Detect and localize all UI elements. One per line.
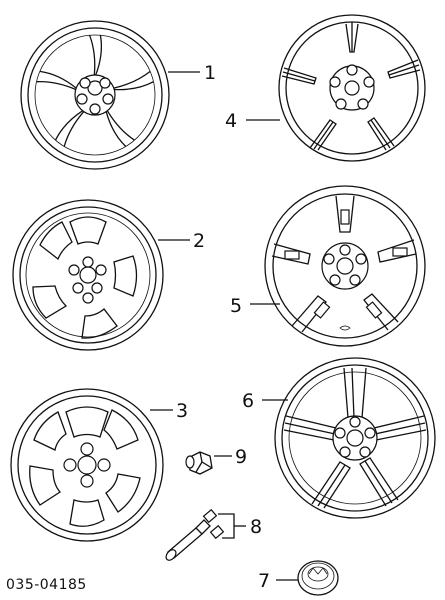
wheel-5[interactable] bbox=[264, 185, 426, 347]
center-cap-part-7[interactable] bbox=[297, 560, 339, 596]
wheel-1-spoke-edge bbox=[114, 81, 154, 91]
wheel-1-spoke-edge bbox=[105, 111, 127, 147]
callout-9: 9 bbox=[235, 446, 247, 468]
callout-6: 6 bbox=[242, 390, 254, 412]
callout-2: 2 bbox=[193, 230, 205, 252]
wheel-1-spoke-edge bbox=[95, 35, 103, 76]
wheel-4[interactable] bbox=[278, 14, 426, 162]
wheel-1-spoke-edge bbox=[88, 34, 96, 76]
wheel-1-spoke-edge bbox=[54, 110, 84, 141]
callout-3: 3 bbox=[176, 400, 188, 422]
lug-nut-part-9[interactable] bbox=[185, 451, 213, 475]
callout-4: 4 bbox=[225, 110, 237, 132]
diagram-code: 035-04185 bbox=[6, 577, 87, 593]
wheel-1-spoke-edge bbox=[106, 110, 135, 141]
wheel-1-spoke-edge bbox=[36, 80, 77, 91]
callout-5: 5 bbox=[230, 295, 242, 317]
valve-stem-part-8[interactable] bbox=[164, 508, 225, 562]
wheel-3[interactable] bbox=[10, 388, 164, 542]
callout-1: 1 bbox=[204, 62, 216, 84]
wheel-1-spoke-edge bbox=[39, 70, 77, 89]
callout-7: 7 bbox=[258, 570, 270, 592]
wheel-6[interactable] bbox=[274, 357, 436, 519]
callout-8: 8 bbox=[250, 516, 262, 538]
wheel-2[interactable] bbox=[12, 199, 164, 351]
wheel-1-spoke-edge bbox=[63, 111, 85, 147]
wheel-1[interactable] bbox=[20, 20, 170, 170]
wheel-1-spoke-edge bbox=[113, 70, 151, 89]
